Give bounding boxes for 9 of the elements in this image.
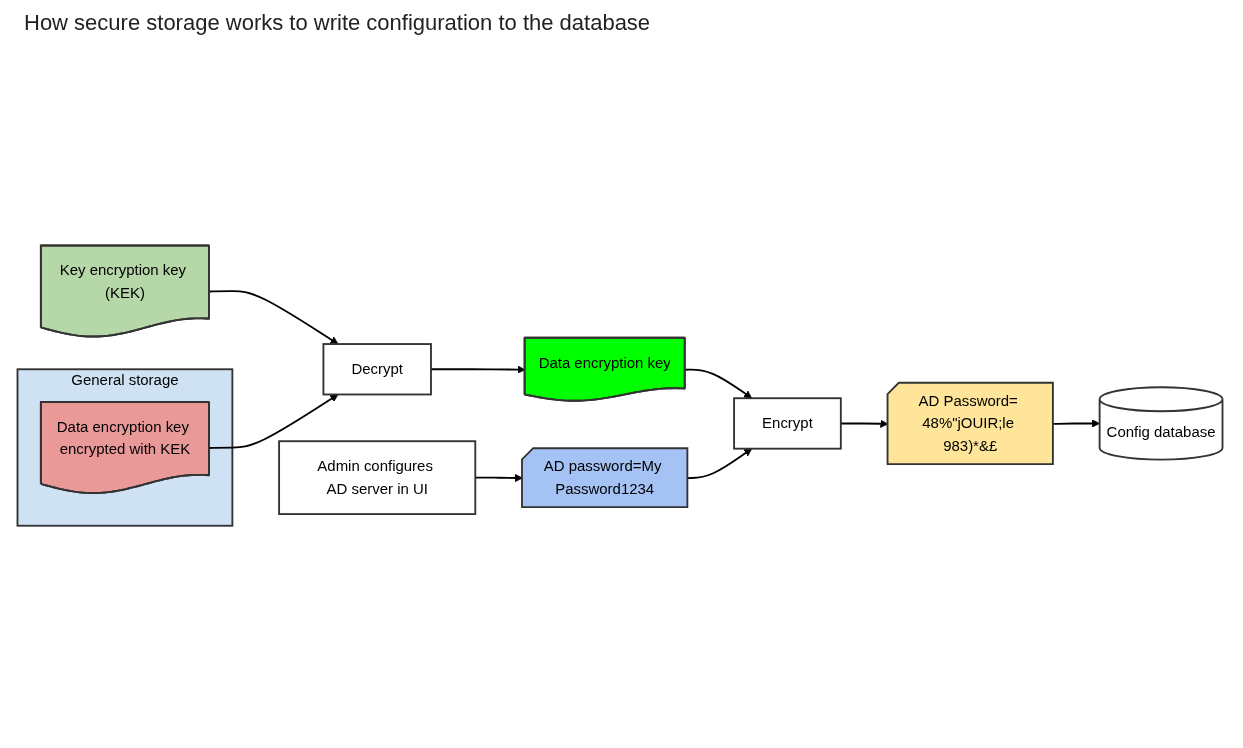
- node-box: Decrypt: [322, 343, 432, 396]
- diagram-title: How secure storage works to write configuration to the database: [24, 10, 652, 36]
- node-box: Admin configures AD server in UI: [278, 440, 477, 516]
- arrow: [208, 394, 339, 450]
- arrow: [430, 365, 526, 375]
- arrow: [1052, 419, 1100, 428]
- arrow: [208, 290, 339, 345]
- arrow: [684, 369, 753, 399]
- node-box: Encrypt: [733, 397, 842, 450]
